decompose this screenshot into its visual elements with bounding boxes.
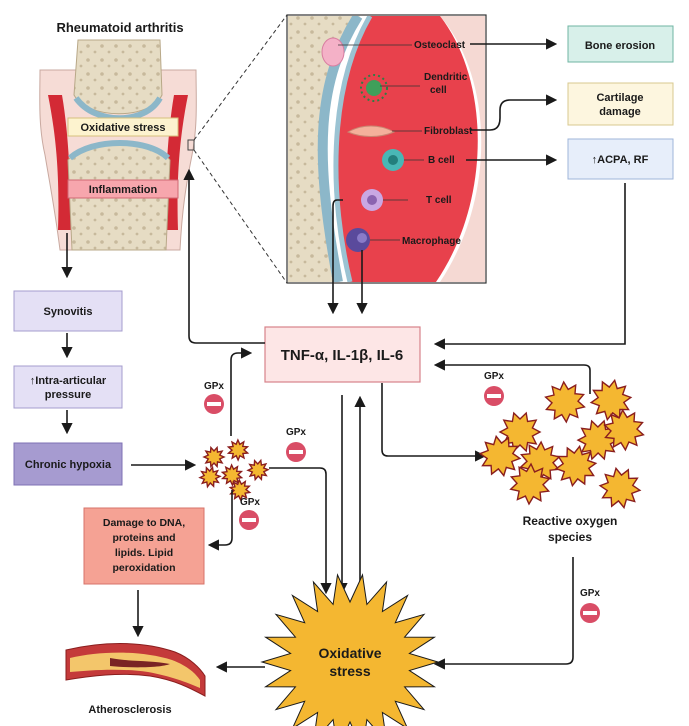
cartilage-label-1: Cartilage (596, 92, 643, 104)
cytokine-label: TNF-α, IL-1β, IL-6 (281, 347, 404, 364)
oxidative-stress-label-2: stress (329, 663, 370, 679)
arrow-cytokines-ros (381, 383, 487, 462)
b-cell-label: B cell (428, 155, 455, 166)
ros-star (603, 408, 645, 452)
ros-star (598, 466, 642, 510)
arrow-ros-cluster-cytokines (230, 347, 253, 436)
arrow-cluster-damage (207, 490, 233, 551)
ros-star (576, 419, 620, 461)
damage-box (83, 507, 205, 585)
bone-erosion-box (567, 25, 674, 63)
small-ros-star (228, 478, 252, 502)
bone-erosion-label: Bone erosion (585, 40, 656, 52)
pressure-box (13, 365, 123, 409)
gpx-inhibitor-4: GPx (484, 371, 504, 406)
ros-star (498, 411, 542, 453)
fibroblast-label: Fibroblast (424, 126, 473, 137)
gpx-label-2: GPx (286, 427, 306, 438)
cartilage-label-2: damage (599, 106, 641, 118)
ros-star (544, 380, 586, 424)
gpx-inhibitor-5: GPx (580, 588, 600, 623)
hypoxia-label: Chronic hypoxia (25, 459, 112, 471)
cytokine-box (264, 326, 421, 383)
t-cell-label: T cell (426, 195, 452, 206)
small-ros-star (246, 458, 270, 482)
ros-label-2: species (548, 530, 592, 544)
arrow-ros-oxidative-stress (433, 557, 574, 670)
damage-label-2: proteins and (112, 532, 175, 544)
gpx-label-5: GPx (580, 588, 600, 599)
atherosclerosis-label: Atherosclerosis (88, 704, 171, 716)
synovitis-box (13, 290, 123, 332)
macrophage-label: Macrophage (402, 236, 461, 247)
hypoxia-box (13, 442, 123, 486)
arrow-ros-cytokines (433, 359, 591, 394)
arrow-fibroblast-cartilage (470, 94, 558, 131)
arrow-acpa-cytokines (433, 183, 626, 350)
gpx-label-3: GPx (240, 497, 260, 508)
joint-illustration (39, 39, 197, 251)
damage-label-1: Damage to DNA, (103, 517, 185, 529)
zoom-line-top (193, 14, 288, 141)
arrow-cytokines-inflammation (183, 168, 265, 344)
gpx-inhibitor-3: GPx (239, 497, 260, 530)
title: Rheumatoid arthritis (56, 20, 183, 35)
gpx-label-4: GPx (484, 371, 504, 382)
small-ros-star (226, 438, 250, 462)
pressure-label-1: ↑Intra-articular (30, 375, 107, 387)
oxidative-stress-starburst (260, 573, 440, 726)
zoom-line-bottom (193, 149, 288, 284)
pressure-label-2: pressure (45, 389, 91, 401)
inflammation-label-box (67, 179, 179, 199)
synovium-inset (286, 14, 487, 284)
dendritic-label-1: Dendritic (424, 72, 468, 83)
artery-illustration (65, 643, 206, 697)
acpa-label: ↑ACPA, RF (592, 154, 649, 166)
acpa-box (567, 138, 674, 180)
ros-star (509, 462, 551, 506)
damage-label-3: lipids. Lipid (115, 547, 173, 559)
ros-star (554, 444, 598, 488)
oxidative-stress-label-1: Oxidative (318, 645, 381, 661)
joint-oxidative-stress-label: Oxidative stress (81, 122, 166, 134)
synovitis-label: Synovitis (44, 306, 93, 318)
dendritic-label-2: cell (430, 85, 447, 96)
joint-inflammation-label: Inflammation (89, 184, 158, 196)
small-ros-star (198, 465, 222, 489)
gpx-inhibitor-2: GPx (286, 427, 306, 462)
gpx-inhibitor-1: GPx (204, 381, 224, 414)
cartilage-damage-box (567, 82, 674, 126)
arrow-cluster-oxidative-stress (269, 467, 332, 595)
small-ros-cluster (198, 438, 270, 502)
ros-label-1: Reactive oxygen (523, 514, 618, 528)
ros-star (478, 434, 522, 478)
small-ros-star (220, 463, 244, 487)
gpx-label-1: GPx (204, 381, 224, 392)
oxidative-stress-label-box (67, 117, 179, 137)
ros-cluster (478, 378, 645, 510)
small-ros-star (202, 445, 226, 469)
damage-label-4: peroxidation (112, 562, 175, 574)
arrow-tcell-cytokines (327, 199, 343, 315)
osteoclast-label: Osteoclast (414, 40, 466, 51)
